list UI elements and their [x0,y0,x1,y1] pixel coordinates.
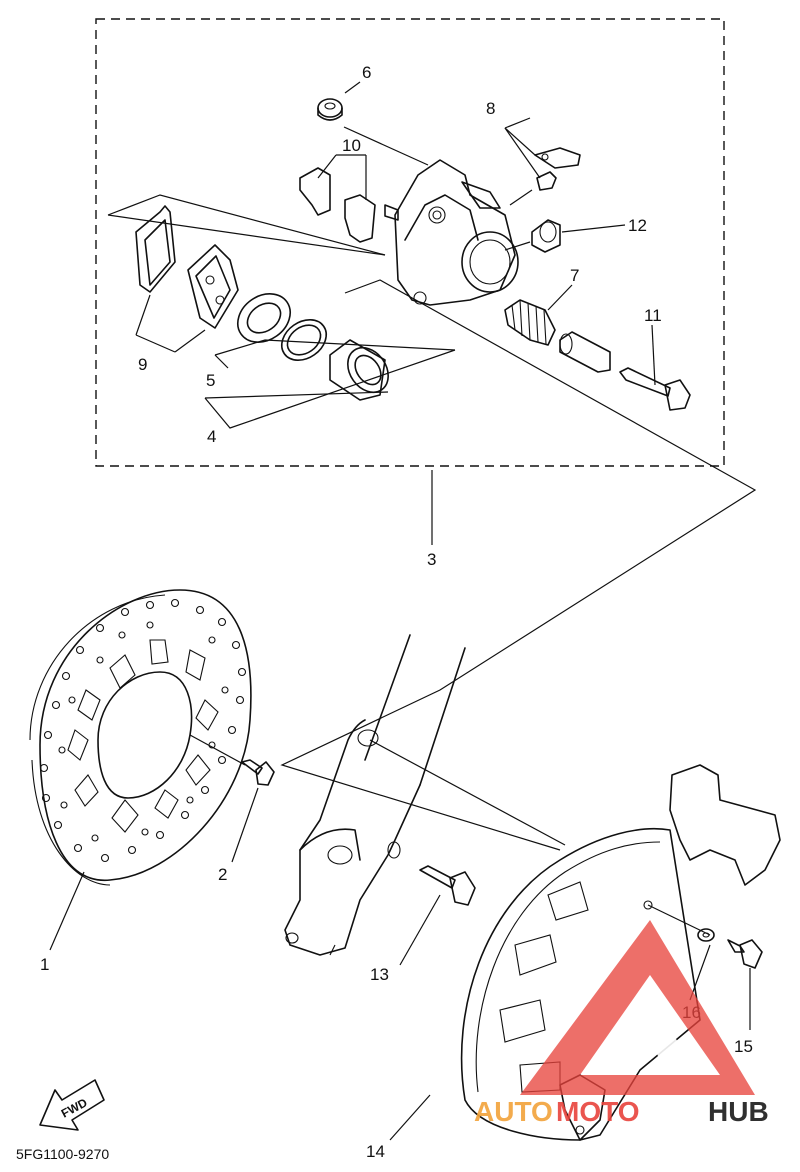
watermark-hub: HUB [708,1096,769,1127]
front-fork [284,634,566,956]
bleed-cap [317,81,361,121]
diagram-code: 5FG1100-9270 [16,1146,109,1162]
pin-sleeve [559,331,611,373]
pad-springs [299,154,376,243]
callout-15: 15 [734,1037,753,1056]
brake-pads [107,194,386,353]
brake-disc [29,589,252,951]
callout-4: 4 [207,427,216,446]
callout-3: 3 [427,550,436,569]
callout-2: 2 [218,865,227,884]
dust-boot [504,219,626,253]
bleed-screw [504,117,581,206]
disc-bolt [189,734,275,863]
guard-bolt [399,865,476,966]
callout-1: 1 [40,955,49,974]
pin-boot [504,284,573,346]
callout-13: 13 [370,965,389,984]
watermark-moto: MOTO [556,1096,639,1127]
callout-12: 12 [628,216,647,235]
watermark-auto: AUTO [474,1096,553,1127]
callout-5: 5 [206,371,215,390]
callout-14: 14 [366,1142,385,1161]
callout-6: 6 [362,63,371,82]
washer-and-screw [689,928,763,1030]
callout-10: 10 [342,136,361,155]
caliper-assembly-frame [95,18,725,467]
assembly-leaders [280,279,757,851]
caliper-body [343,126,519,306]
disc-vent-slots [67,639,219,833]
automotohub-watermark: AUTO MOTO HUB [474,920,769,1127]
fwd-arrow-icon: FWD [39,1079,105,1131]
callout-11: 11 [644,306,662,325]
seals-and-piston [204,293,456,429]
callout-8: 8 [486,99,495,118]
caliper-bolt [619,324,691,411]
disc-holes [39,598,247,863]
watermark-triangle-logo [520,920,755,1095]
callout-7: 7 [570,266,579,285]
callout-numbers: 1 2 3 4 5 6 7 8 9 10 11 12 13 14 15 16 [40,63,753,1161]
callout-9: 9 [138,355,147,374]
